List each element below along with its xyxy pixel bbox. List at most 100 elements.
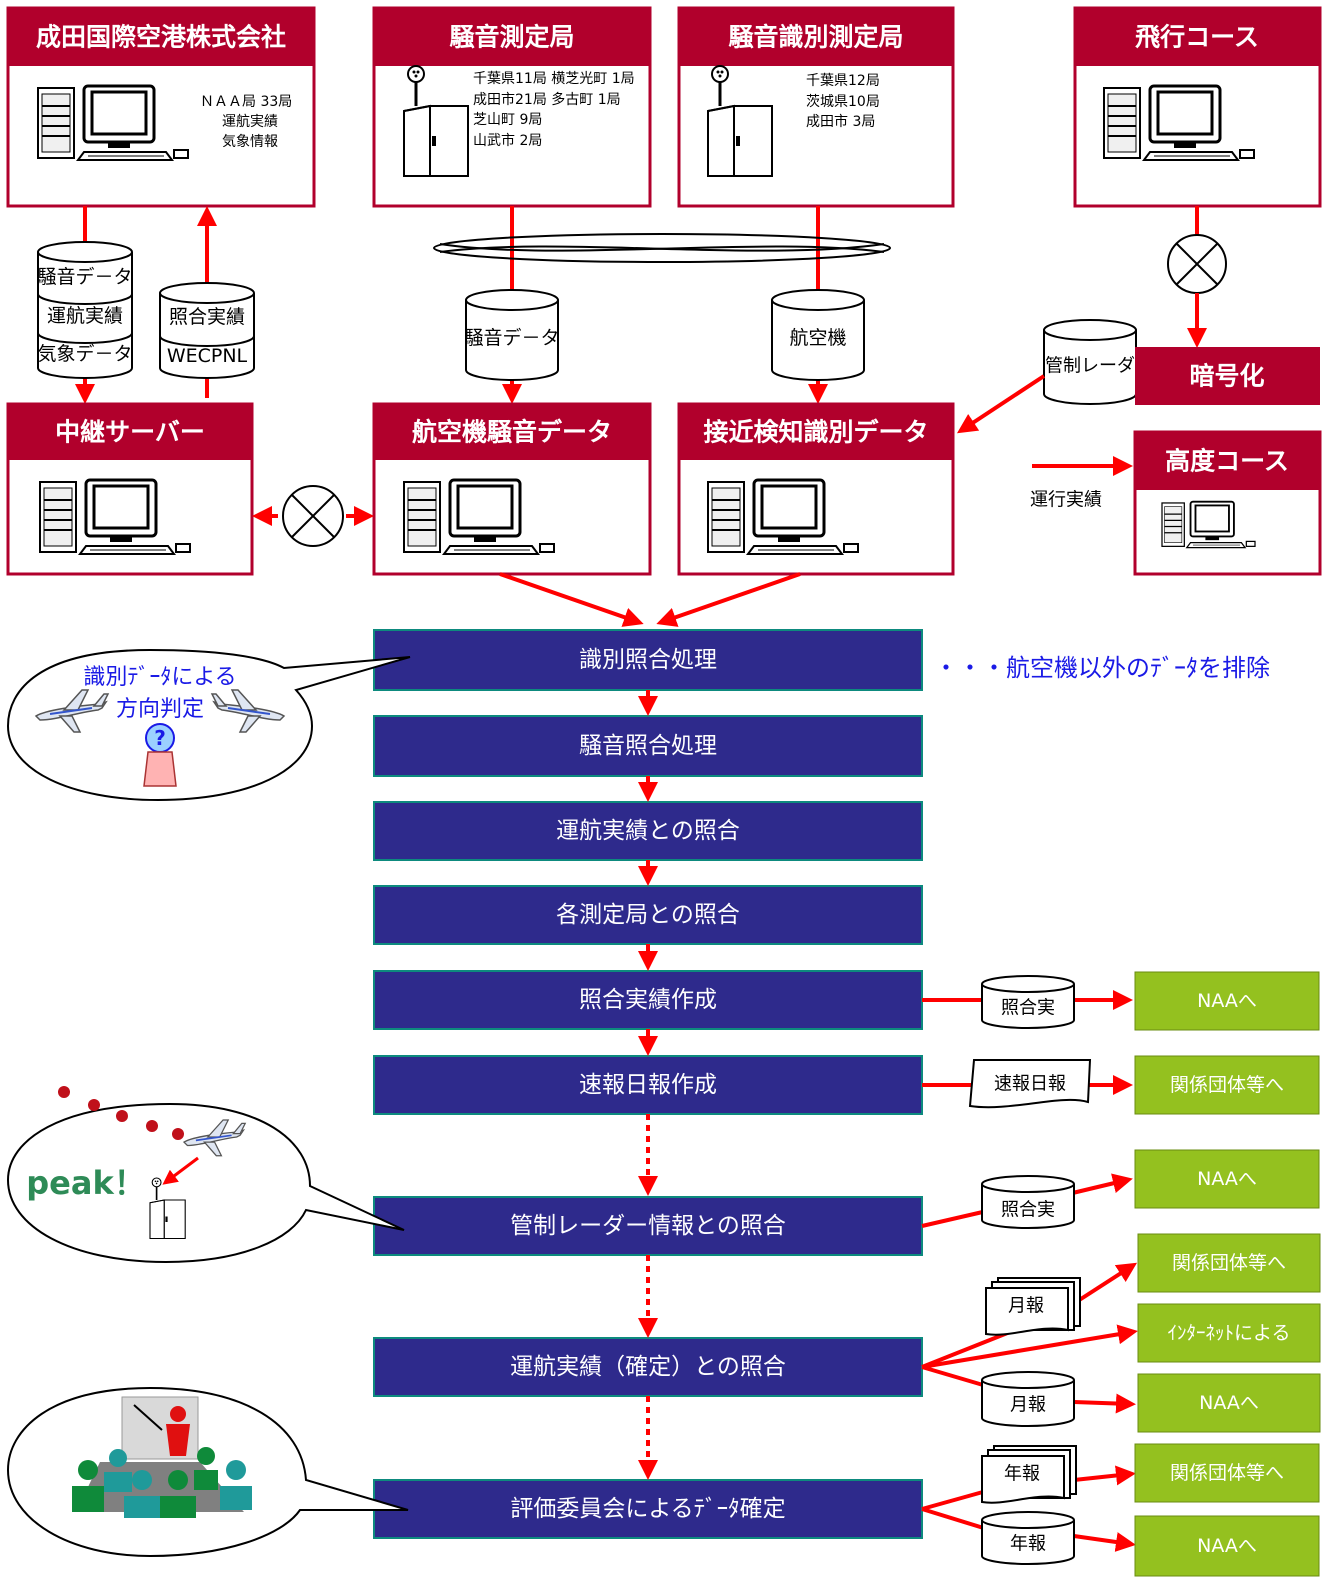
legend: 運行実績 — [1030, 456, 1133, 511]
encryption-node-icon — [282, 485, 344, 547]
noise-trail-icon — [58, 1086, 184, 1140]
step-9-label: 評価委員会によるﾃﾞｰﾀ確定 — [510, 1496, 785, 1522]
output-5: ｲﾝﾀｰﾈｯﾄによる — [1137, 1303, 1321, 1363]
media-7-label: 年報 — [1010, 1534, 1046, 1555]
media-2-label: 速報日報 — [994, 1074, 1066, 1095]
data-stack-left: 騒音デ－タ 運航実績 気象デ－タ — [37, 241, 133, 379]
connector-line — [921, 1330, 1011, 1369]
noise-station-title: 騒音測定局 — [449, 23, 574, 52]
step-5: 照合実績作成 — [373, 970, 923, 1030]
media-3-label: 照合実 — [1001, 1200, 1055, 1221]
bubble-line-1: 識別ﾃﾞｰﾀによる — [83, 665, 236, 690]
step-6: 速報日報作成 — [373, 1055, 923, 1115]
stack-left-3: 気象デ－タ — [37, 343, 132, 365]
media-6-label: 年報 — [1004, 1464, 1040, 1485]
meeting-icon — [72, 1396, 252, 1518]
media-doc-2: 速報日報 — [968, 1059, 1092, 1109]
arrow — [921, 1324, 1138, 1369]
arrow — [1073, 1393, 1136, 1414]
radar-label: 管制レーダ — [1045, 356, 1135, 377]
noise-data-cylinder: 騒音デ－タ — [464, 289, 560, 381]
media-5-label: 月報 — [1010, 1395, 1046, 1416]
media-1-label: 照合実 — [1001, 998, 1055, 1019]
encrypt-box: 暗号化 — [1135, 347, 1320, 405]
output-3-label: NAAへ — [1197, 1168, 1257, 1190]
step-7-label: 管制レーダー情報との照合 — [510, 1213, 786, 1239]
media-disk-1: 照合実 — [981, 975, 1075, 1029]
noise-station-box: 騒音測定局 千葉県11局 横芝光町 1局 成田市21局 多古町 1局 芝山町 9… — [372, 6, 652, 208]
output-4: 関係団体等へ — [1137, 1233, 1321, 1293]
step-6-label: 速報日報作成 — [579, 1072, 717, 1098]
step-1-label: 識別照合処理 — [579, 647, 717, 673]
naa-line-3: 気象情報 — [222, 134, 278, 150]
encrypt-title: 暗号化 — [1189, 362, 1264, 391]
aircraft-noise-box: 航空機騒音データ — [372, 402, 652, 576]
relay-server-title: 中継サーバー — [55, 418, 205, 447]
data-stack-right: 照合実績 WECPNL — [159, 282, 255, 379]
media-docs-4: 月報 — [985, 1277, 1081, 1336]
naa-title: 成田国際空港株式会社 — [36, 23, 286, 52]
step-2: 騒音照合処理 — [373, 715, 923, 777]
step-9: 評価委員会によるﾃﾞｰﾀ確定 — [373, 1479, 923, 1539]
noise-data-label: 騒音デ－タ — [464, 327, 559, 349]
media-4-label: 月報 — [1008, 1296, 1044, 1317]
naa-box: 成田国際空港株式会社 ＮＡＡ局 33局 運航実績 気象情報 — [6, 6, 316, 208]
step-2-label: 騒音照合処理 — [579, 733, 717, 759]
stack-left-1: 騒音デ－タ — [37, 266, 132, 288]
direction-bubble: 識別ﾃﾞｰﾀによる 方向判定 ? — [6, 648, 411, 802]
committee-bubble — [6, 1386, 409, 1558]
connector-line — [921, 1488, 991, 1511]
naa-line-1: ＮＡＡ局 33局 — [200, 94, 292, 110]
output-1: NAAへ — [1134, 971, 1320, 1031]
naa-line-2: 運航実績 — [222, 114, 278, 130]
network-icon — [433, 233, 891, 263]
approach-detect-box: 接近検知識別データ — [677, 402, 955, 576]
altitude-course-box: 高度コース — [1133, 430, 1322, 576]
media-disk-3: 照合実 — [981, 1175, 1075, 1229]
noise-station-line-4: 山武市 2局 — [473, 132, 542, 149]
step-4: 各測定局との照合 — [373, 885, 923, 945]
media-docs-6: 年報 — [981, 1445, 1077, 1504]
arrow — [956, 374, 1046, 434]
peak-bubble: peak！ — [6, 1086, 405, 1264]
step-3: 運航実績との照合 — [373, 801, 923, 861]
annotation-text: ・・・航空機以外のﾃﾞｰﾀを排除 — [934, 654, 1270, 682]
arrow — [162, 1156, 199, 1185]
output-8-label: NAAへ — [1197, 1535, 1257, 1557]
step-7: 管制レーダー情報との照合 — [373, 1196, 923, 1256]
relay-server-box: 中継サーバー — [6, 402, 254, 576]
step-8: 運航実績（確定）との照合 — [373, 1337, 923, 1397]
step-1: 識別照合処理 — [373, 629, 923, 691]
output-6: NAAへ — [1137, 1373, 1321, 1433]
output-7-label: 関係団体等へ — [1170, 1462, 1284, 1484]
output-7: 関係団体等へ — [1134, 1443, 1320, 1503]
output-2: 関係団体等へ — [1134, 1055, 1320, 1115]
approach-detect-title: 接近検知識別データ — [703, 418, 928, 447]
aircraft-noise-title: 航空機騒音データ — [412, 418, 612, 447]
stack-right-2: WECPNL — [167, 345, 248, 367]
id-station-line-2: 茨城県10局 — [806, 94, 880, 110]
output-4-label: 関係団体等へ — [1172, 1252, 1286, 1274]
flight-course-title: 飛行コース — [1135, 23, 1259, 52]
media-disk-5: 月報 — [981, 1371, 1075, 1427]
flight-course-box: 飛行コース — [1073, 6, 1322, 208]
output-3: NAAへ — [1134, 1149, 1320, 1209]
step-4-label: 各測定局との照合 — [556, 902, 740, 928]
output-8: NAAへ — [1134, 1515, 1320, 1577]
aircraft-cylinder: 航空機 — [771, 289, 865, 381]
id-station-title: 騒音識別測定局 — [728, 23, 903, 52]
arrow — [1073, 1465, 1136, 1486]
step-5-label: 照合実績作成 — [579, 987, 717, 1013]
step-3-label: 運航実績との照合 — [556, 818, 740, 844]
arrow — [656, 572, 801, 627]
output-6-label: NAAへ — [1199, 1392, 1259, 1414]
stack-right-1: 照合実績 — [169, 306, 245, 328]
stack-left-2: 運航実績 — [47, 305, 123, 327]
radar-cylinder: 管制レーダ — [1043, 319, 1137, 405]
arrow — [499, 572, 644, 627]
aircraft-label: 航空機 — [789, 327, 846, 349]
step-8-label: 運航実績（確定）との照合 — [510, 1354, 786, 1380]
legend-label: 運行実績 — [1030, 490, 1102, 511]
encryption-node-icon — [1167, 234, 1227, 294]
id-station-line-3: 成田市 3局 — [806, 113, 875, 130]
